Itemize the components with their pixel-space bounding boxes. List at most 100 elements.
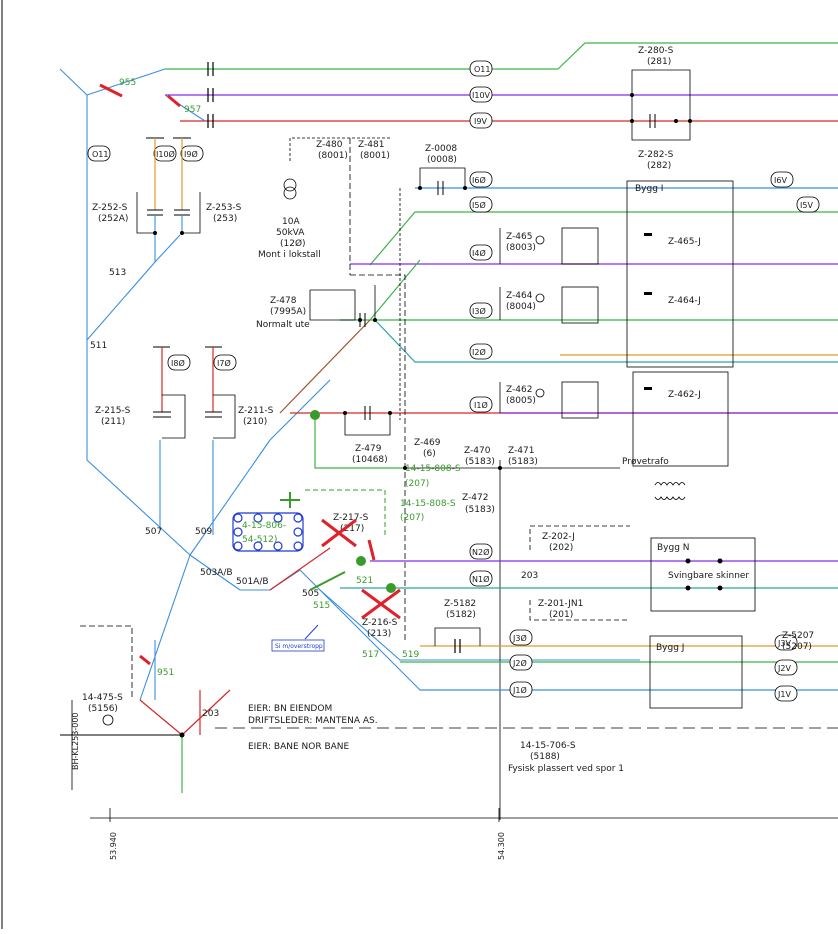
switch-z465-code: (8003) (506, 243, 536, 253)
track-label-o11-left: O11 (92, 150, 108, 159)
switch-z464-name: Z-464 (506, 291, 533, 301)
main-tracks (279, 187, 838, 469)
markup-207-a: (207) (405, 479, 429, 489)
switch-z478-name: Z-478 (270, 296, 297, 306)
switch-motor-groups (499, 227, 599, 419)
markup-951: 951 (157, 668, 174, 678)
normal-ute-label: Normalt ute (256, 320, 310, 330)
switch-z478-code: (7995A) (270, 307, 306, 317)
track-labels-j: J3Ø J2Ø J1Ø J3V J2V J1V Z-5182 (5182) Z-… (444, 599, 814, 702)
track-label-i10v: I10V (472, 91, 491, 100)
switch-z253-code: (253) (213, 214, 237, 224)
section-203: 203 (521, 571, 538, 581)
km-tick-53940: 53.940 (109, 832, 118, 860)
section-503ab: 503A/B (200, 568, 233, 578)
markup-515: 515 (313, 601, 330, 611)
track-label-i6v: I6V (774, 176, 787, 185)
switch-group-470: Z-469 (6) Z-470 (5183) Z-471 (5183) Z-47… (403, 438, 686, 820)
building-bygg-j: Bygg J (649, 635, 743, 709)
track-label-i1o: I1Ø (474, 400, 488, 410)
switch-z481-code: (8001) (360, 151, 390, 161)
track-label-n2o: N2Ø (472, 547, 489, 557)
switch-14-15-706-code: (5188) (530, 752, 560, 762)
switch-z5182-name: Z-5182 (444, 599, 476, 609)
switch-group-217-216: Z-217-S (217) Z-216-S (213) (333, 513, 398, 639)
svingbare-label: Svingbare skinner (668, 571, 749, 581)
section-509: 509 (195, 527, 212, 537)
track-label-j3o: J3Ø (512, 633, 527, 643)
switch-14-475-code: (5156) (88, 704, 118, 714)
switch-z201-name: Z-201-JN1 (538, 599, 583, 609)
switch-z462-code: (8005) (506, 396, 536, 406)
switch-z280-name: Z-280-S (638, 46, 674, 56)
switch-z479-name: Z-479 (355, 444, 382, 454)
markup-207-b: (207) (400, 513, 424, 523)
track-label-j1o: J1Ø (512, 685, 527, 695)
j-tracks (400, 627, 838, 691)
markup-808-a: 14-15-808-S (405, 464, 461, 474)
switch-z480-code: (8001) (318, 151, 348, 161)
switch-z465-name: Z-465 (506, 232, 532, 242)
markup-si-note: Si m/overstropp (275, 643, 323, 650)
relay-462-label: Z-462-J (668, 390, 701, 400)
switch-z211-code: (210) (243, 417, 267, 427)
switch-z5207-name: Z-5207 (782, 631, 814, 641)
track-label-i9v: I9V (474, 117, 487, 126)
markup-957: 957 (184, 105, 201, 115)
km-tick-54300: 54.300 (497, 832, 506, 860)
switch-z0008-code: (0008) (427, 155, 457, 165)
switch-z5182-code: (5182) (446, 610, 476, 620)
track-label-i3o: I3Ø (472, 306, 486, 316)
switch-group-480: Z-480 (8001) Z-481 (8001) Z-0008 (0008) (289, 137, 467, 640)
switch-z216-code: (213) (367, 629, 391, 639)
switch-z280-code: (281) (647, 57, 671, 67)
provetrafo-label: Prøvetrafo (622, 457, 669, 467)
track-label-j2o: J2Ø (512, 658, 527, 668)
track-label-n1o: N1Ø (472, 574, 489, 584)
transformer-lokstall: 10A 50kVA (12Ø) Mont i lokstall (258, 178, 321, 260)
switch-z470-name: Z-470 (464, 446, 491, 456)
markup-519: 519 (402, 650, 419, 660)
markup-517: 517 (362, 650, 379, 660)
switch-group-478: Z-478 (7995A) Normalt ute (256, 285, 377, 330)
track-label-i4o: I4Ø (472, 248, 486, 258)
owner-eier2: EIER: BANE NOR BANE (248, 742, 350, 752)
markup-806: 4-15-806- (242, 521, 286, 531)
bygg-n-label: Bygg N (657, 543, 690, 553)
section-119: 203 (202, 709, 219, 719)
owner-eier1: EIER: BN EIENDOM (248, 704, 332, 714)
switch-z462-name: Z-462 (506, 385, 532, 395)
markup-521: 521 (356, 576, 373, 586)
switch-z202-name: Z-202-J (542, 532, 575, 542)
switch-z480-name: Z-480 (316, 140, 343, 150)
switch-z215-code: (211) (101, 417, 125, 427)
fysisk-note: Fysisk plassert ved spor 1 (508, 764, 624, 774)
transformer-rating: 10A (282, 217, 300, 227)
bh-label: BH-KL253-000 (71, 712, 80, 770)
switch-z469-name: Z-469 (414, 438, 441, 448)
switch-z469-code: (6) (423, 449, 436, 459)
bottom-left-area: 14-475-S (5156) EIER: BN EIENDOM DRIFTSL… (60, 625, 838, 793)
switch-z211-name: Z-211-S (238, 406, 274, 416)
switch-z202-code: (202) (549, 543, 573, 553)
switch-group-479: Z-479 (10468) (310, 406, 392, 465)
section-505: 505 (302, 589, 319, 599)
switch-z470-code: (5183) (465, 457, 495, 467)
switch-z471-name: Z-471 (508, 446, 534, 456)
n-tracks (340, 525, 838, 621)
markup-955: 955 (119, 78, 136, 88)
switch-z5207-code: (5207) (782, 642, 812, 652)
building-bygg-n: Bygg N Svingbare skinner (650, 537, 756, 612)
switch-z217-code: (217) (340, 524, 364, 534)
switch-14-15-706-name: 14-15-706-S (520, 741, 576, 751)
track-labels-n: N2Ø N1Ø Z-202-J (202) Z-201-JN1 (201) 20… (469, 532, 583, 620)
section-507: 507 (145, 527, 162, 537)
track-labels-top: O11 I10V I9V (469, 60, 493, 129)
cap-group-252-253: O11 I10Ø I9Ø Z-252-S (252A) Z-253-S (253… (87, 137, 242, 235)
switch-z479-code: (10468) (352, 455, 388, 465)
track-label-i7o: I7Ø (217, 358, 231, 368)
switch-z481-name: Z-481 (358, 140, 384, 150)
transformer-power: 50kVA (276, 228, 305, 238)
